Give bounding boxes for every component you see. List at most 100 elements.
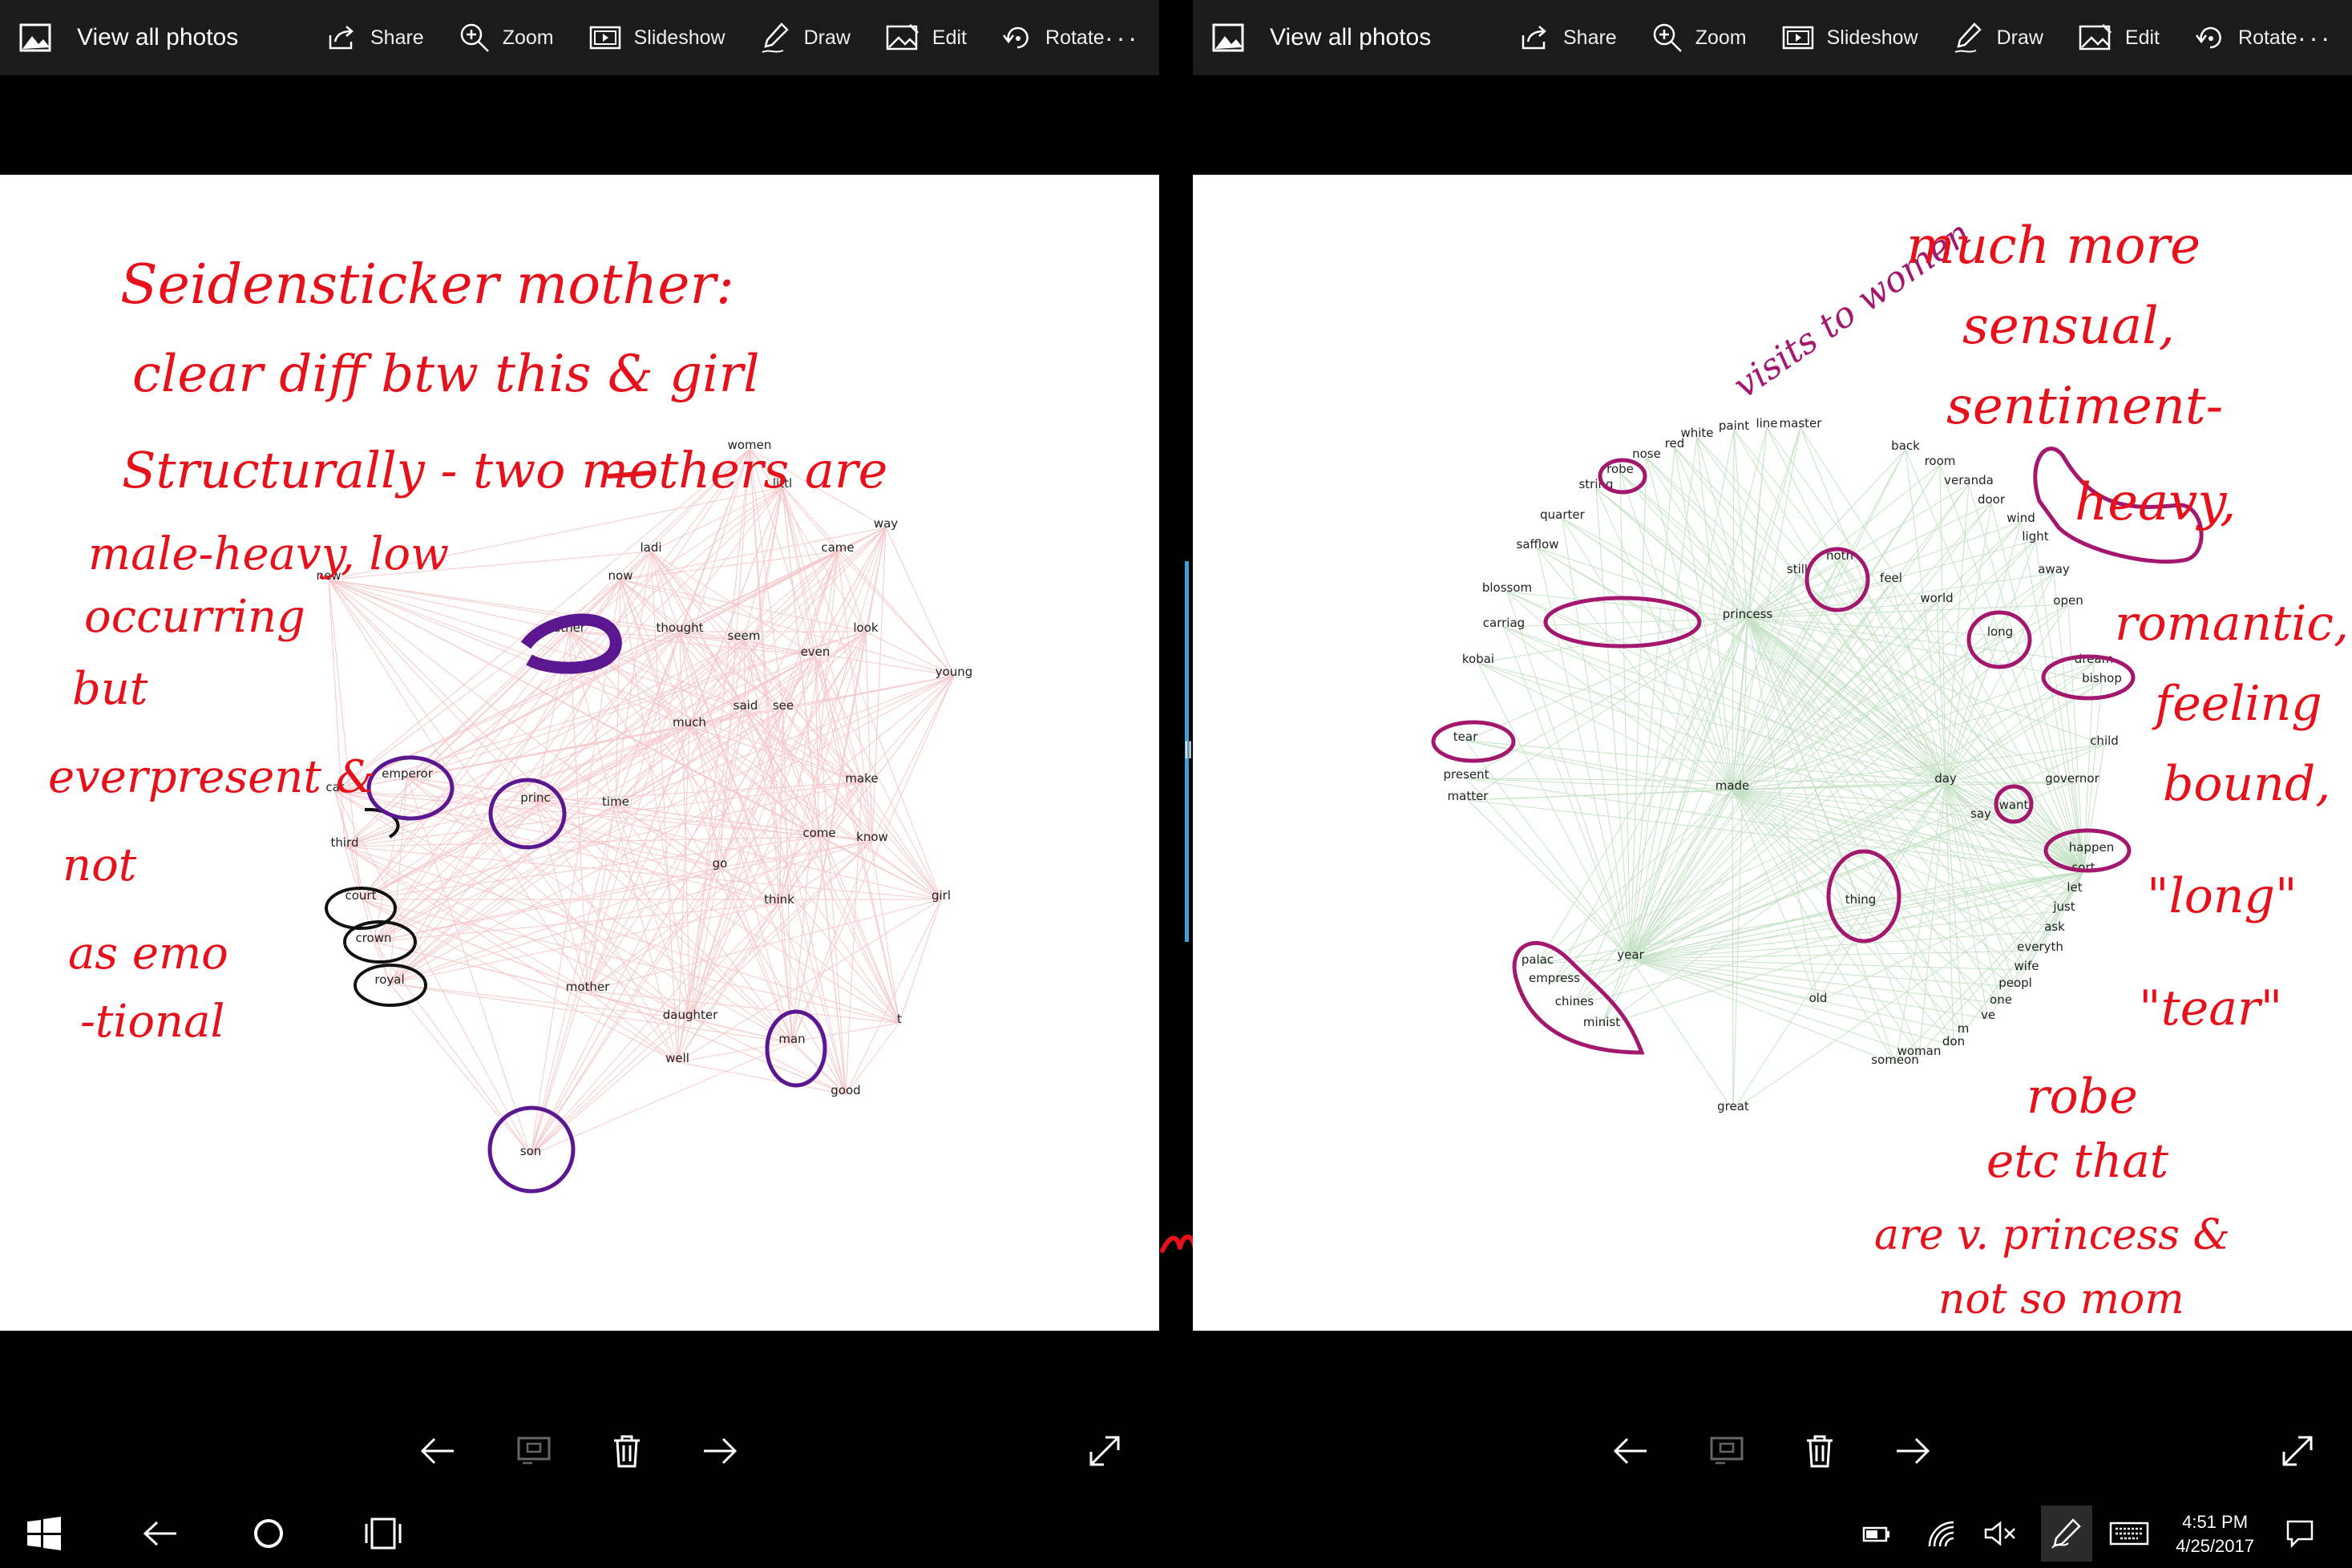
split-divider[interactable]: ‖ <box>1183 0 1193 1499</box>
graph-edge <box>328 579 690 727</box>
slideshow-button[interactable]: Slideshow <box>589 26 725 50</box>
volume-indicator[interactable] <box>1980 1513 2020 1554</box>
previous-button[interactable] <box>414 1427 462 1475</box>
graph-edge <box>782 487 942 900</box>
graph-edge <box>1945 782 2015 810</box>
divider-grip[interactable]: ‖ <box>1183 738 1194 764</box>
graph-node-label: empress <box>1529 971 1580 985</box>
start-button[interactable] <box>24 1513 64 1554</box>
graph-edge <box>530 709 784 1156</box>
draw-button[interactable]: Draw <box>1954 22 2043 54</box>
cast-button[interactable] <box>1703 1427 1751 1475</box>
view-all-photos-button[interactable]: View all photos <box>1193 23 1485 52</box>
zoom-icon <box>460 23 489 52</box>
graph-edge <box>530 675 955 1156</box>
graph-edge <box>650 551 863 783</box>
graph-edge <box>568 631 863 783</box>
graph-edge <box>535 801 900 1024</box>
graph-edge <box>373 675 955 943</box>
graph-edge <box>1630 447 1675 960</box>
graph-edge <box>530 1042 793 1156</box>
edit-label: Edit <box>2124 26 2160 49</box>
graph-node-label: new <box>316 568 341 583</box>
system-clock[interactable]: 4:51 PM 4/25/2017 <box>2176 1510 2254 1558</box>
windows-ink-button[interactable] <box>2041 1505 2092 1562</box>
graph-edge <box>1732 572 1798 790</box>
graph-edge <box>679 631 721 868</box>
slideshow-button[interactable]: Slideshow <box>1782 26 1918 50</box>
graph-edge <box>334 631 681 792</box>
graph-edge <box>1619 472 1631 960</box>
graph-node-label: feel <box>1880 571 1902 585</box>
cast-button[interactable] <box>510 1427 558 1475</box>
graph-edge <box>1646 457 1946 783</box>
divider-accent <box>1185 561 1189 942</box>
network-indicator[interactable] <box>1921 1513 1961 1554</box>
graph-node-label: t <box>897 1012 902 1026</box>
share-button[interactable]: Share <box>1520 24 1617 51</box>
graph-edge <box>1630 426 1768 960</box>
graph-edge <box>1630 958 1896 1065</box>
touch-keyboard-button[interactable] <box>2107 1513 2152 1554</box>
graph-edges <box>1465 426 2105 1111</box>
graph-edge <box>743 639 900 1024</box>
graph-node-label: quarter <box>1540 507 1585 522</box>
graph-node-label: door <box>1978 492 2006 507</box>
graph-edge <box>689 725 847 1095</box>
arrow-right-icon <box>704 1437 738 1465</box>
graph-node-label: princess <box>1723 607 1773 621</box>
graph-edge <box>871 675 955 842</box>
graph-node-label: princ <box>520 790 551 805</box>
graph-edge <box>1630 436 1698 960</box>
edit-button[interactable]: Edit <box>2079 23 2160 52</box>
expand-icon <box>1089 1436 1120 1466</box>
graph-node-label: ladi <box>640 540 661 555</box>
edit-button[interactable]: Edit <box>886 23 967 52</box>
graph-edge <box>650 551 690 727</box>
next-button[interactable] <box>696 1427 744 1475</box>
graph-edge <box>530 448 750 1156</box>
previous-button[interactable] <box>1606 1427 1655 1475</box>
graph-node-label: everyth <box>2017 940 2063 954</box>
rotate-button[interactable]: Rotate <box>2195 22 2297 53</box>
more-button[interactable]: ··· <box>1105 22 1140 52</box>
ink-line: much more <box>1906 216 2200 276</box>
rotate-button[interactable]: Rotate <box>1002 22 1105 53</box>
zoom-button[interactable]: Zoom <box>459 22 554 53</box>
graph-node-label: master <box>1780 416 1823 430</box>
graph-edge <box>677 725 690 1063</box>
graph-edge <box>1796 572 2084 872</box>
draw-button[interactable]: Draw <box>761 22 851 54</box>
fullscreen-button[interactable] <box>2273 1427 2322 1475</box>
graph-edge <box>530 840 873 1156</box>
task-view-button[interactable] <box>361 1513 406 1554</box>
view-all-photos-button[interactable]: View all photos <box>0 23 292 52</box>
next-button[interactable] <box>1889 1427 1937 1475</box>
photo-viewer-left: View all photos Share Zoom Slideshow Dra… <box>0 0 1159 1499</box>
back-button[interactable] <box>136 1513 184 1554</box>
graph-edge <box>1732 782 1946 790</box>
more-button[interactable]: ··· <box>2297 22 2333 52</box>
cortana-button[interactable] <box>249 1513 289 1554</box>
fullscreen-button[interactable] <box>1081 1427 1129 1475</box>
graph-edge <box>1732 744 2105 790</box>
delete-button[interactable] <box>1796 1427 1844 1475</box>
delete-button[interactable] <box>603 1427 651 1475</box>
photos-icon <box>1212 23 1244 52</box>
graph-edge <box>782 487 863 783</box>
battery-indicator[interactable] <box>1857 1513 1897 1554</box>
graph-edge <box>1503 626 1631 960</box>
graph-node-label: safflow <box>1517 537 1559 552</box>
zoom-button[interactable]: Zoom <box>1652 22 1747 53</box>
graph-edge <box>389 983 691 1020</box>
graph-edge <box>719 675 955 868</box>
graph-edge <box>406 631 867 778</box>
share-button[interactable]: Share <box>327 24 424 51</box>
graph-edge <box>360 801 536 900</box>
graph-edge <box>1945 662 2095 783</box>
arrow-left-icon <box>1613 1437 1647 1465</box>
action-center-button[interactable] <box>2280 1513 2320 1554</box>
graph-edge <box>1630 958 2016 988</box>
